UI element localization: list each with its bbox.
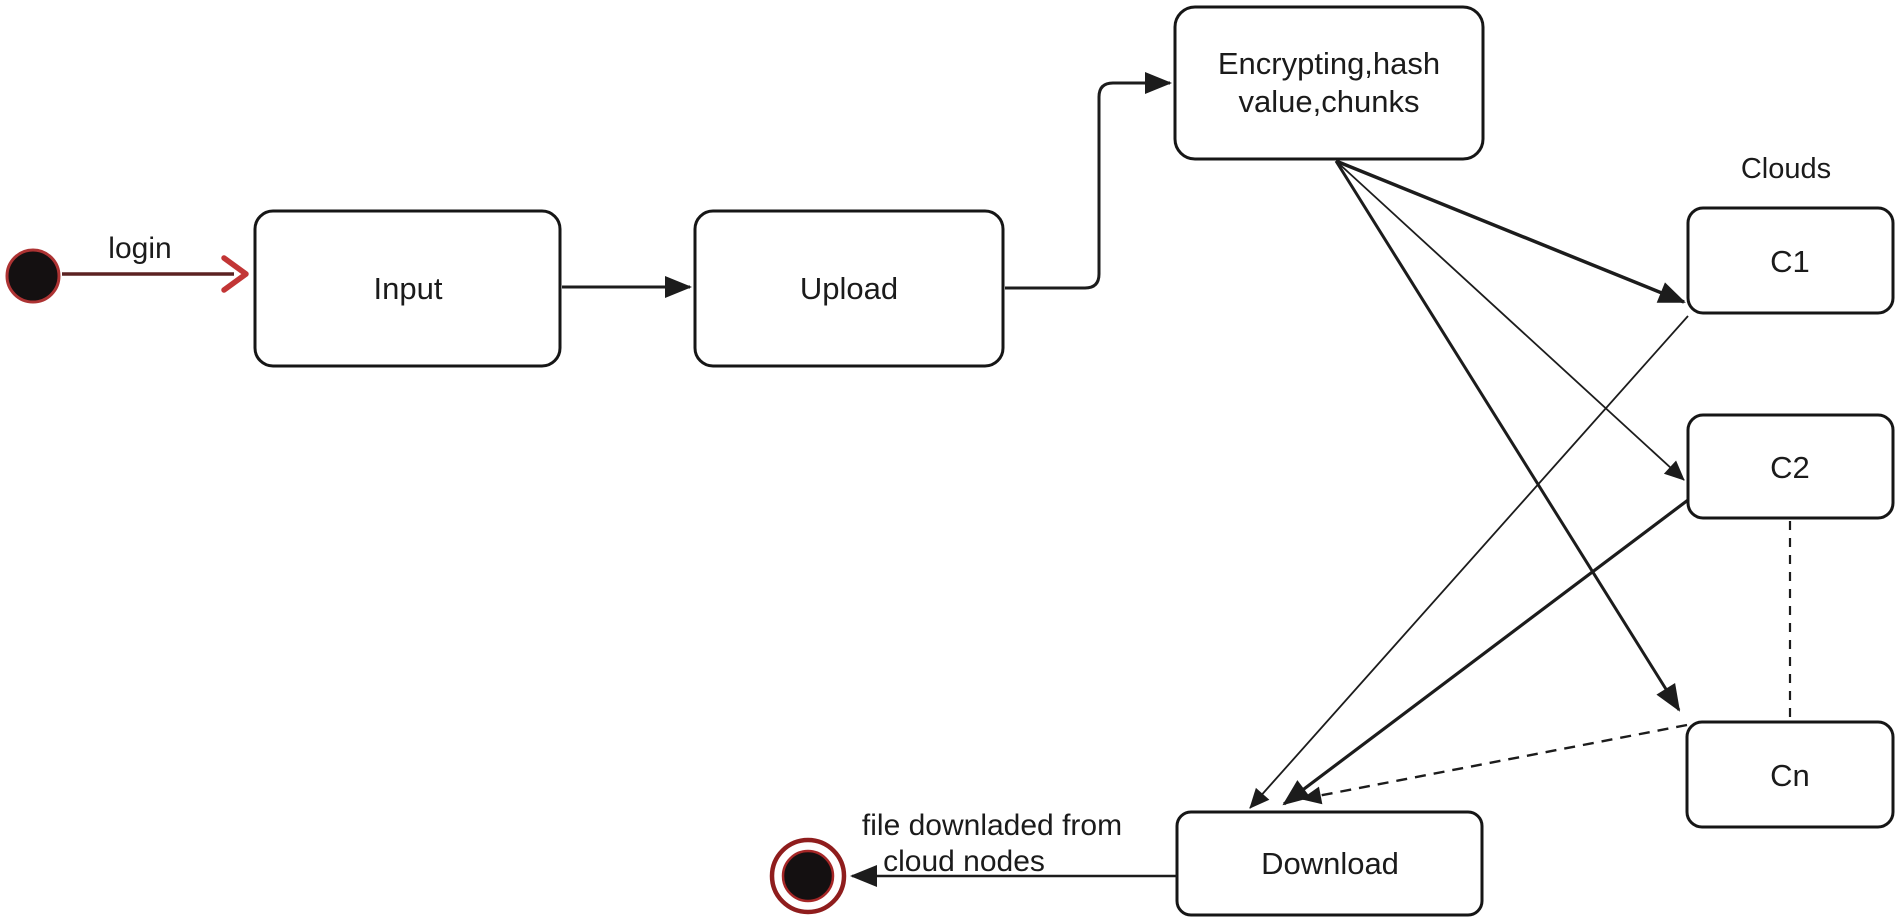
login-arrowhead-icon [221,255,249,293]
node-cn [1685,720,1895,829]
edge-login-label: login [108,232,171,265]
end-node [781,849,835,903]
clouds-group-label: Clouds [1741,153,1831,185]
node-download-label: Download [1261,846,1399,881]
node-upload-label: Upload [800,271,898,306]
node-encrypting-label-line1: Encrypting,hash [1218,46,1440,81]
node-upload [693,209,1005,368]
start-node [5,248,61,304]
end-node-ring [769,837,847,915]
node-encrypting-label-line2: value,chunks [1239,84,1420,119]
edge-c1-download [1249,315,1689,809]
node-c2-label: C2 [1770,450,1810,485]
edge-upload-encrypting [1005,72,1172,290]
edge-download-end-label-line1: file downladed from [862,809,1122,842]
edge-cn-download [1301,723,1688,805]
edge-download-end-label-line2: cloud nodes [883,845,1045,878]
edge-encrypting-cn [1334,160,1681,712]
node-c1 [1686,206,1895,315]
edge-encrypting-c2 [1335,160,1685,481]
edge-c2-download [1282,498,1689,806]
node-input-label: Input [374,271,443,306]
node-cn-label: Cn [1770,758,1810,793]
node-download [1175,810,1484,917]
edge-encrypting-c1 [1335,159,1686,304]
node-c1-label: C1 [1770,244,1810,279]
node-input [253,209,562,368]
node-c2 [1686,413,1895,520]
node-encrypting [1173,5,1485,161]
